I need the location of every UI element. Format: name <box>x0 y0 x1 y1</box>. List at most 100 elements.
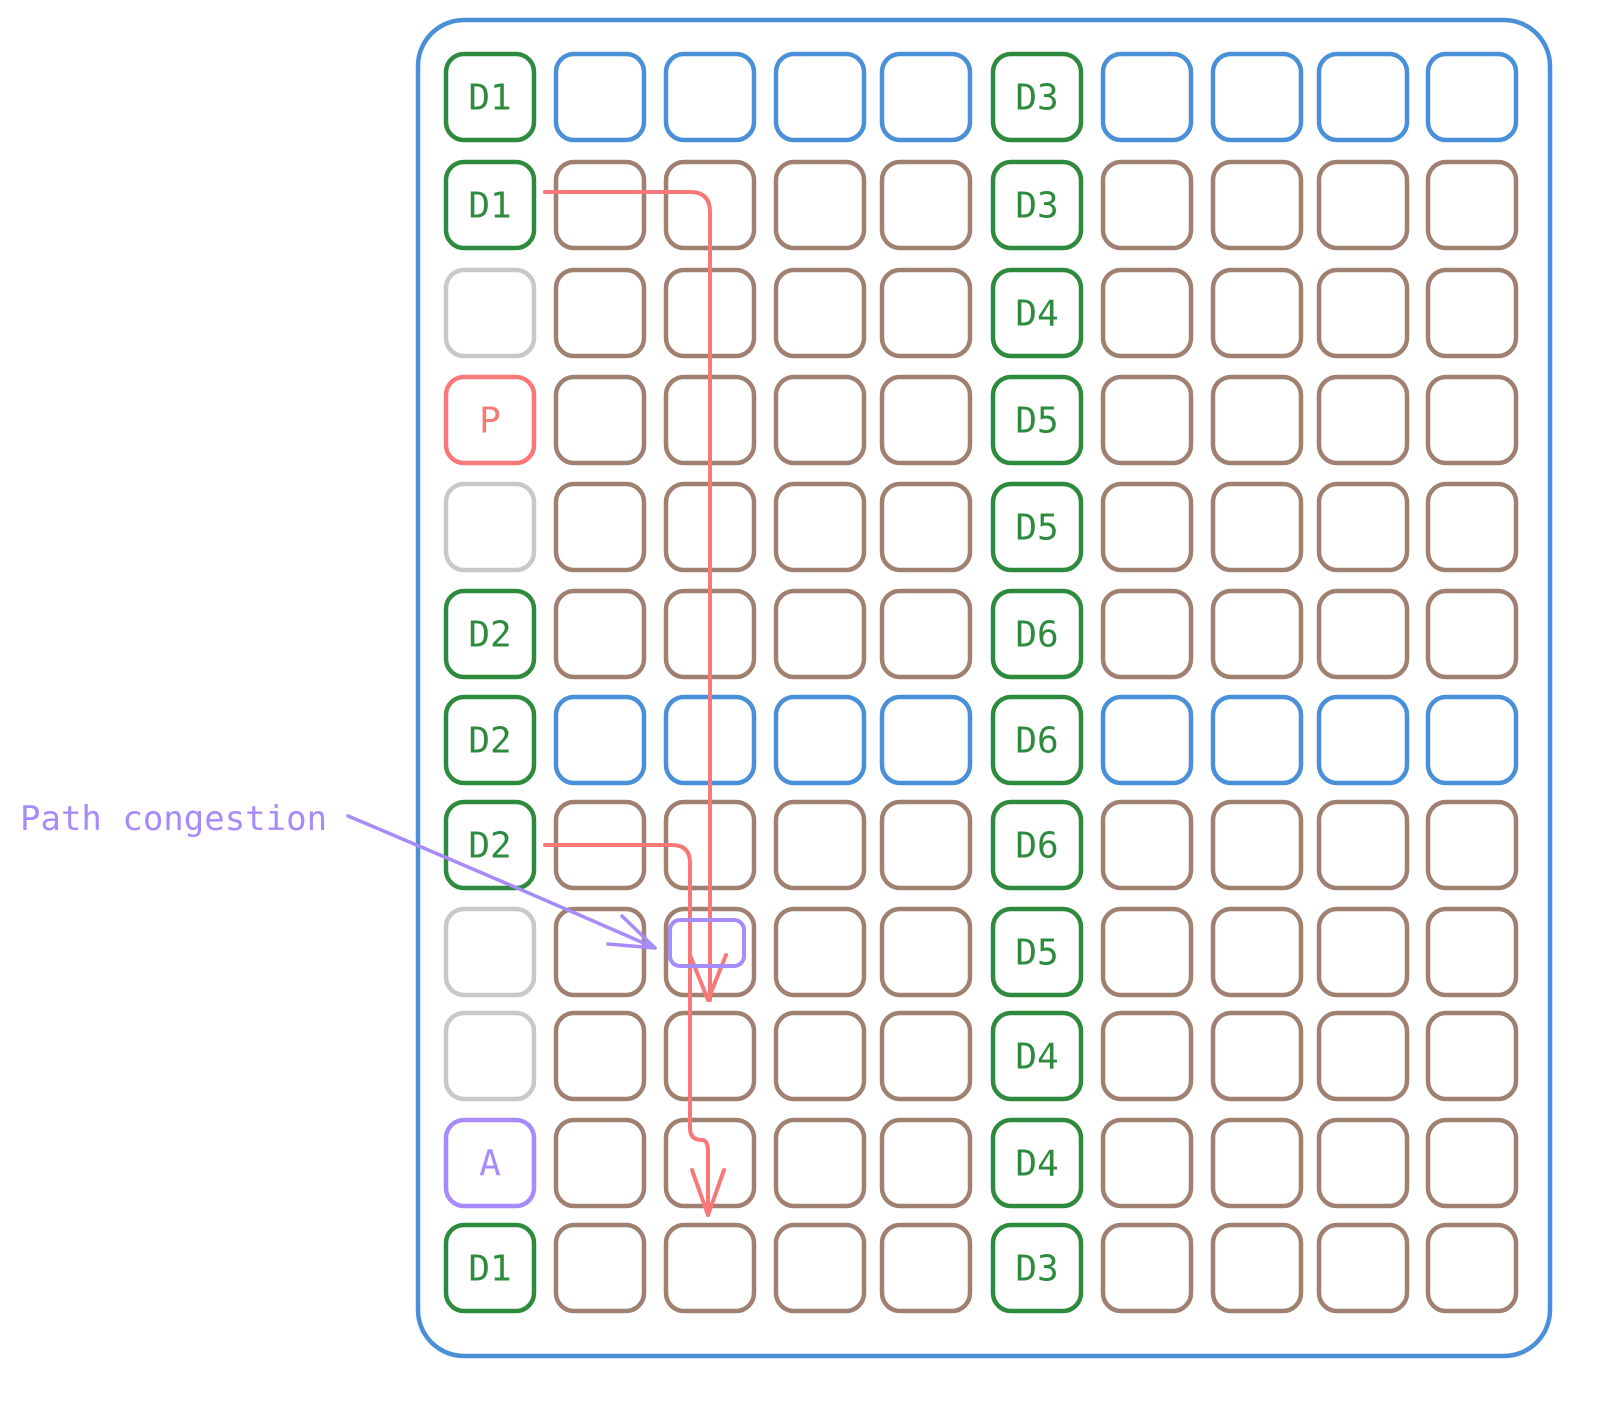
callout-arrowhead <box>606 914 657 950</box>
cell-box <box>1425 588 1519 680</box>
grid-cell <box>1210 694 1304 786</box>
cell-box <box>990 799 1084 891</box>
cell-label: D2 <box>468 721 511 762</box>
cell-label: D4 <box>1015 1144 1058 1185</box>
cell-box <box>1316 799 1410 891</box>
cell-box <box>443 481 537 573</box>
cell-box <box>1425 799 1519 891</box>
grid-cell <box>773 1010 867 1102</box>
grid-cell <box>879 1222 973 1314</box>
cell-label: D4 <box>1015 294 1058 335</box>
cell-box <box>990 267 1084 359</box>
grid-cell <box>1425 1222 1519 1314</box>
cell-p: P <box>443 374 537 466</box>
grid-cell <box>1100 374 1194 466</box>
cell-box <box>879 906 973 998</box>
cell-label: D6 <box>1015 826 1058 867</box>
grid-cell <box>1100 799 1194 891</box>
cell-label: D1 <box>468 186 511 227</box>
cell-d4: D4 <box>990 1010 1084 1102</box>
cell-box <box>553 481 647 573</box>
cell-label: D6 <box>1015 615 1058 656</box>
cell-d5: D5 <box>990 906 1084 998</box>
grid-cell <box>879 51 973 143</box>
grid-cell <box>773 1222 867 1314</box>
grid-cell <box>1425 159 1519 251</box>
cell-box <box>443 1010 537 1102</box>
cell-label: A <box>479 1144 501 1185</box>
cell-box <box>773 1222 867 1314</box>
cell-box <box>553 694 647 786</box>
grid-cell <box>1425 694 1519 786</box>
grid-cell <box>1316 588 1410 680</box>
cell-box <box>773 51 867 143</box>
grid-cell <box>1100 588 1194 680</box>
cell-box <box>773 1117 867 1209</box>
cell-box <box>1210 906 1304 998</box>
grid-cell <box>443 1010 537 1102</box>
grid-cell <box>1210 267 1304 359</box>
grid-cell <box>663 1010 757 1102</box>
cell-box <box>1210 159 1304 251</box>
grid-cell <box>773 267 867 359</box>
cell-d3: D3 <box>990 159 1084 251</box>
grid-cell <box>1316 694 1410 786</box>
grid-cell <box>1425 588 1519 680</box>
cell-d4: D4 <box>990 1117 1084 1209</box>
grid-cell <box>1425 374 1519 466</box>
cell-box <box>879 159 973 251</box>
cell-box <box>879 588 973 680</box>
cell-label: D3 <box>1015 1249 1058 1290</box>
grid-cell <box>1210 1117 1304 1209</box>
cell-box <box>773 1010 867 1102</box>
grid-cell <box>1210 1010 1304 1102</box>
cell-label: D5 <box>1015 401 1058 442</box>
path-arrowhead-2 <box>690 1168 726 1217</box>
cell-box <box>990 374 1084 466</box>
cell-box <box>663 1222 757 1314</box>
grid-cell <box>1316 1010 1410 1102</box>
grid-cell <box>1425 267 1519 359</box>
cell-box <box>879 1010 973 1102</box>
grid-cell <box>553 906 647 998</box>
cell-box <box>553 374 647 466</box>
routing-paths <box>543 190 728 1217</box>
cell-box <box>443 374 537 466</box>
grid-cell <box>1100 267 1194 359</box>
grid-cell <box>773 51 867 143</box>
cell-label: D5 <box>1015 933 1058 974</box>
grid-cell <box>879 159 973 251</box>
grid-cell <box>1316 1222 1410 1314</box>
cell-box <box>553 267 647 359</box>
callout-label: Path congestion <box>20 799 327 839</box>
grid-cell <box>1100 51 1194 143</box>
cell-label: D1 <box>468 78 511 119</box>
cell-box <box>443 267 537 359</box>
cell-box <box>1425 481 1519 573</box>
cell-box <box>879 694 973 786</box>
grid-cell <box>879 694 973 786</box>
grid-cell <box>879 1117 973 1209</box>
cell-box <box>663 1010 757 1102</box>
grid-cell <box>1100 1222 1194 1314</box>
grid-cell <box>1100 481 1194 573</box>
grid-cell <box>553 1222 647 1314</box>
cell-d1: D1 <box>443 159 537 251</box>
cell-box <box>553 159 647 251</box>
cell-a: A <box>443 1117 537 1209</box>
cell-box <box>879 799 973 891</box>
cell-d2: D2 <box>443 694 537 786</box>
grid-cell <box>553 374 647 466</box>
cell-d6: D6 <box>990 694 1084 786</box>
grid-board <box>415 17 1553 1359</box>
cell-box <box>1210 799 1304 891</box>
cell-box <box>990 694 1084 786</box>
grid-cell <box>773 799 867 891</box>
cell-box <box>990 588 1084 680</box>
cell-box <box>553 51 647 143</box>
grid-cell <box>879 588 973 680</box>
grid-cell <box>443 481 537 573</box>
grid-cell <box>1316 51 1410 143</box>
cell-d6: D6 <box>990 799 1084 891</box>
grid-cell <box>1316 906 1410 998</box>
